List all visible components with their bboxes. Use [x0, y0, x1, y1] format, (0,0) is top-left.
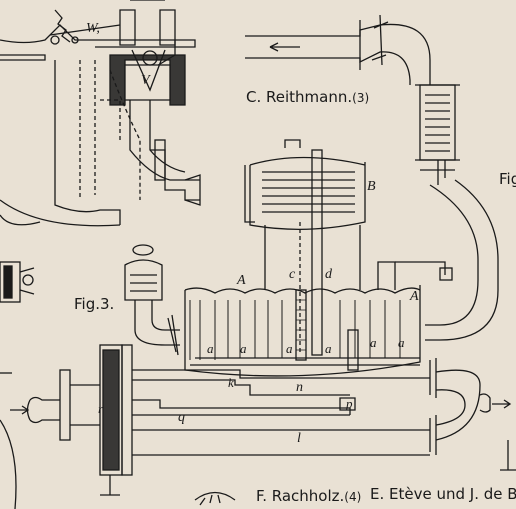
label-a-6: a	[398, 335, 405, 350]
label-W: W,	[86, 21, 100, 36]
label-a-2: a	[240, 341, 247, 356]
label-A-right: A	[410, 289, 419, 304]
caption-rachholz-name: F. Rachholz.	[256, 487, 345, 505]
caption-reithmann-name: C. Reithmann.	[246, 88, 353, 106]
label-a-4: a	[325, 341, 332, 356]
label-r: r	[98, 401, 104, 416]
filter-cup-drawing	[124, 244, 180, 356]
caption-fig3: Fig.3.	[74, 295, 115, 313]
rachholz-apparatus-drawing	[10, 344, 516, 506]
label-n: n	[296, 380, 303, 395]
label-p: p	[346, 396, 353, 411]
label-q: q	[178, 410, 185, 425]
label-B: B	[367, 179, 376, 194]
caption-fig-cut: Fig	[499, 170, 516, 188]
label-A-left: A	[237, 273, 246, 288]
label-a-3: a	[286, 341, 293, 356]
trough-A-drawing	[184, 261, 453, 377]
label-l: l	[297, 431, 301, 446]
label-d: d	[325, 267, 332, 282]
caption-reithmann-ref: (3)	[352, 91, 370, 105]
left-edge-fragments	[0, 261, 35, 509]
label-V: V	[141, 73, 150, 88]
reithmann-pipe-drawing	[245, 14, 499, 341]
caption-reithmann: C. Reithmann.(3)	[246, 90, 369, 105]
label-c: c	[289, 267, 296, 282]
label-a-5: a	[370, 335, 377, 350]
label-a-1: a	[207, 341, 214, 356]
label-k: k	[228, 375, 234, 390]
caption-rachholz-ref: (4)	[344, 490, 362, 504]
caption-eteve: E. Etève und J. de Br	[370, 485, 516, 503]
reservoir-B-drawing	[244, 139, 366, 356]
caption-rachholz: F. Rachholz.(4)	[256, 489, 361, 504]
engine-casing-drawing	[0, 0, 201, 227]
